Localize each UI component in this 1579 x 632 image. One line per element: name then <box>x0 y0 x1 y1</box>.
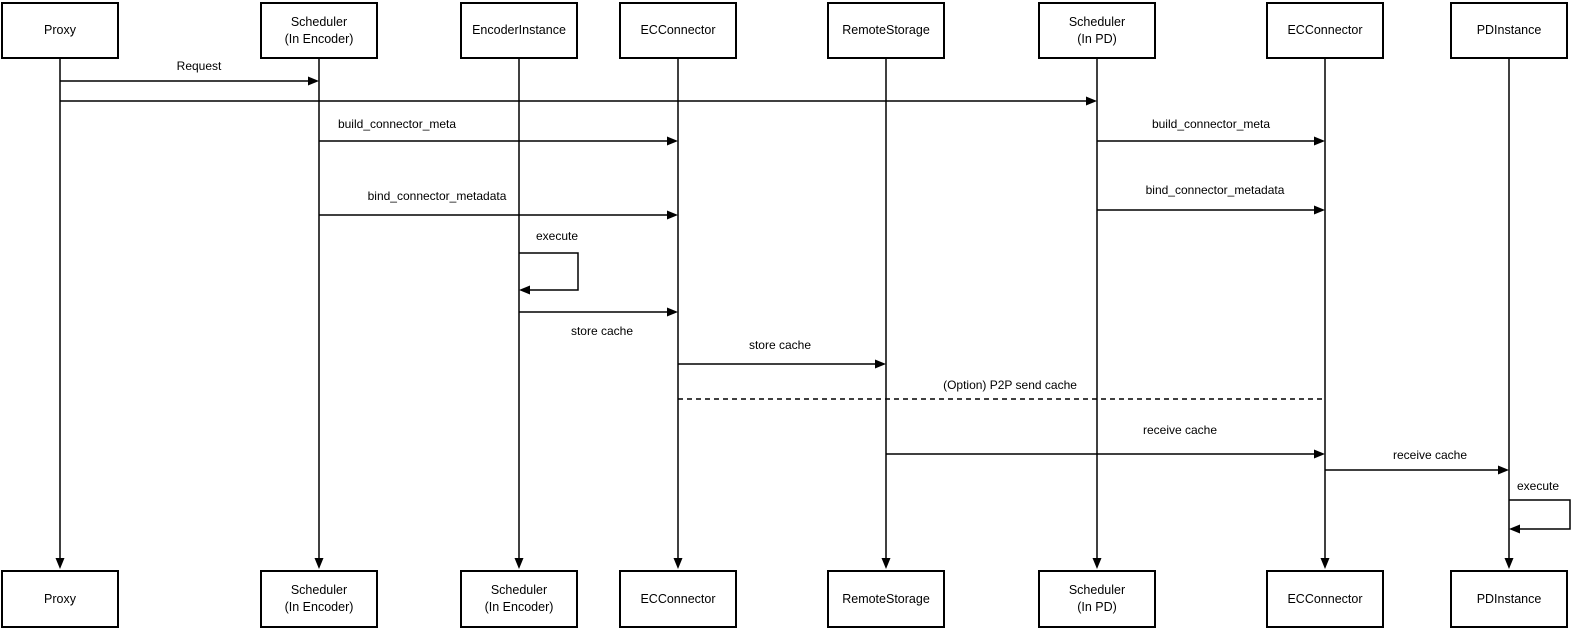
participant-top-box-proxy: Proxy <box>1 2 119 59</box>
participant-top-box-scheduler-in-encoder: Scheduler (In Encoder) <box>260 2 378 59</box>
self-loop-execute-0-path <box>519 252 579 291</box>
participant-top-box-ec-connector-encoder: ECConnector <box>619 2 737 59</box>
lifeline-arrowhead-pd-instance <box>1504 558 1514 569</box>
message-bind-connector-metadata-4-arrowhead <box>667 210 678 220</box>
message-receive-cache-9-arrowhead <box>1314 449 1325 459</box>
lifeline-arrowhead-scheduler-in-encoder <box>314 558 324 569</box>
message-request-0-label: Request <box>174 59 224 73</box>
message-option-p2p-send-cache-8-label: (Option) P2P send cache <box>941 378 1079 392</box>
lifeline-arrowhead-ec-connector-pd <box>1320 558 1330 569</box>
participant-top-box-remote-storage: RemoteStorage <box>827 2 945 59</box>
self-loop-execute-1-path <box>1509 499 1571 530</box>
message-receive-cache-9-label: receive cache <box>1140 423 1220 437</box>
message-build-connector-meta-2-arrowhead <box>667 136 678 146</box>
message-store-cache-6-arrowhead <box>667 307 678 317</box>
self-loop-execute-0-arrowhead <box>519 285 530 295</box>
lifeline-arrowhead-remote-storage <box>881 558 891 569</box>
message-request-0-arrowhead <box>308 76 319 86</box>
participant-bottom-box-ec-connector-encoder: ECConnector <box>619 570 737 628</box>
participant-bottom-box-scheduler-in-pd: Scheduler (In PD) <box>1038 570 1156 628</box>
message-receive-cache-10-arrowhead <box>1498 465 1509 475</box>
lifeline-arrowhead-encoder-instance <box>514 558 524 569</box>
message-bind-connector-metadata-4-label: bind_connector_metadata <box>365 189 509 203</box>
participant-bottom-box-ec-connector-pd: ECConnector <box>1266 570 1384 628</box>
participant-bottom-box-proxy: Proxy <box>1 570 119 628</box>
message-build-connector-meta-3-arrowhead <box>1314 136 1325 146</box>
lifeline-arrowhead-ec-connector-encoder <box>673 558 683 569</box>
message-bind-connector-metadata-5-label: bind_connector_metadata <box>1143 183 1287 197</box>
message-build-connector-meta-2-label: build_connector_meta <box>335 117 459 131</box>
participant-top-box-ec-connector-pd: ECConnector <box>1266 2 1384 59</box>
self-loop-execute-1-label: execute <box>1514 479 1562 493</box>
lifeline-arrowhead-scheduler-in-pd <box>1092 558 1102 569</box>
lifeline-arrowhead-proxy <box>55 558 65 569</box>
message-bind-connector-metadata-5-arrowhead <box>1314 205 1325 215</box>
participant-bottom-box-pd-instance: PDInstance <box>1450 570 1568 628</box>
message-store-cache-7-arrowhead <box>875 359 886 369</box>
participant-top-box-encoder-instance: EncoderInstance <box>460 2 578 59</box>
message-receive-cache-10-label: receive cache <box>1390 448 1470 462</box>
participant-bottom-box-remote-storage: RemoteStorage <box>827 570 945 628</box>
participant-top-box-pd-instance: PDInstance <box>1450 2 1568 59</box>
message-store-cache-7-label: store cache <box>746 338 814 352</box>
message-arrow-1-arrowhead <box>1086 96 1097 106</box>
message-build-connector-meta-3-label: build_connector_meta <box>1149 117 1273 131</box>
self-loop-execute-0-label: execute <box>533 229 581 243</box>
message-store-cache-6-label: store cache <box>568 324 636 338</box>
participant-bottom-box-scheduler-in-encoder: Scheduler (In Encoder) <box>260 570 378 628</box>
participant-top-box-scheduler-in-pd: Scheduler (In PD) <box>1038 2 1156 59</box>
self-loop-execute-1-arrowhead <box>1509 524 1520 534</box>
participant-bottom-box-encoder-instance: Scheduler (In Encoder) <box>460 570 578 628</box>
